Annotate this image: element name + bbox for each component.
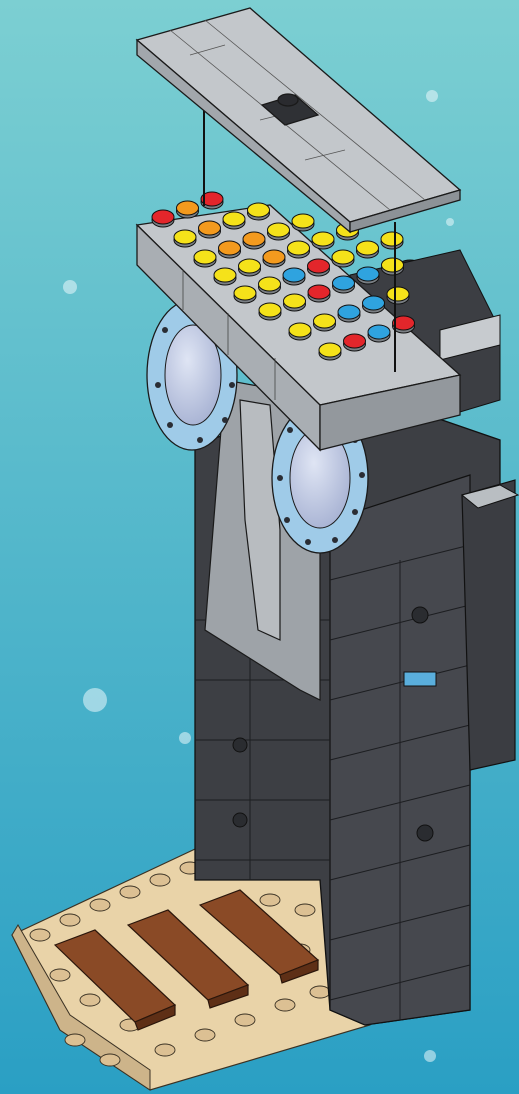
stud-red: [152, 210, 174, 227]
stud-yellow: [312, 232, 334, 249]
stud-yellow: [284, 294, 306, 311]
stud-red: [308, 285, 330, 302]
stud-orange: [177, 201, 199, 218]
stud-yellow: [259, 303, 281, 320]
stud-blue: [283, 268, 305, 285]
stud-yellow: [248, 203, 270, 220]
stud-yellow: [239, 259, 261, 276]
stud-orange: [219, 241, 241, 258]
stud-yellow: [194, 250, 216, 267]
stud-yellow: [223, 212, 245, 229]
stud-blue: [333, 276, 355, 293]
stud-yellow: [319, 343, 341, 360]
stud-yellow: [268, 223, 290, 240]
stud-orange: [243, 232, 265, 249]
stud-yellow: [234, 286, 256, 303]
stud-yellow: [381, 232, 403, 249]
stud-yellow: [382, 258, 404, 275]
stud-yellow: [214, 268, 236, 285]
stud-blue: [338, 305, 360, 322]
stud-yellow: [289, 323, 311, 340]
stud-red: [308, 259, 330, 276]
stud-yellow: [292, 214, 314, 231]
stud-yellow: [288, 241, 310, 258]
stud-yellow: [174, 230, 196, 247]
blue-tile: [404, 672, 436, 686]
stud-blue: [368, 325, 390, 342]
stud-yellow: [332, 250, 354, 267]
stud-blue: [357, 267, 379, 284]
stud-blue: [363, 296, 385, 313]
stud-yellow: [259, 277, 281, 294]
stud-red: [344, 334, 366, 351]
stud-orange: [199, 221, 221, 238]
stud-yellow: [314, 314, 336, 331]
stud-orange: [263, 250, 285, 267]
stud-yellow: [357, 241, 379, 258]
stud-yellow: [387, 287, 409, 304]
